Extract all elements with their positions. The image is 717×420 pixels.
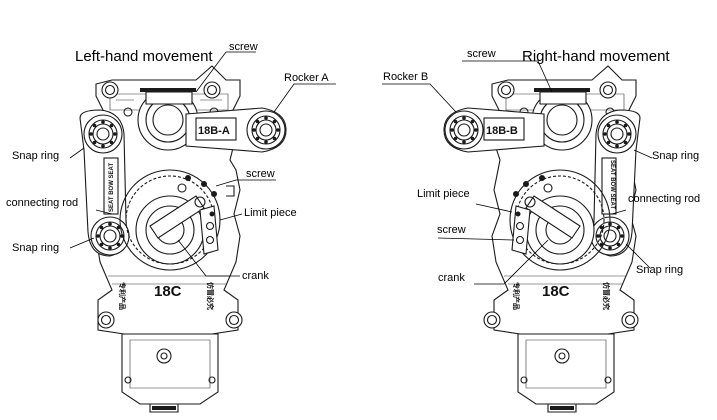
left-connecting-rod: SEAT BOW SEAT [79, 109, 130, 257]
left-callout-snap-ring-top: Snap ring [12, 150, 59, 162]
right-motor [517, 333, 615, 413]
left-callout-snap-ring-bottom: Snap ring [12, 242, 59, 254]
left-limit-piece [199, 205, 219, 255]
right-rod-stamp: SEAT BOW SEAT [609, 160, 615, 209]
right-limit-piece [511, 205, 531, 255]
left-callout-screw-top: screw [229, 41, 258, 53]
left-diagram: Left-hand movement [6, 41, 336, 413]
left-title: Left-hand movement [75, 48, 213, 65]
right-callout-limit-piece: Limit piece [417, 188, 470, 200]
right-side-mark-2: 仿冒必究 [602, 282, 611, 310]
right-housing-stamp: 18C [542, 283, 570, 300]
left-callout-screw-mid: screw [246, 168, 275, 180]
left-side-mark-2: 仿冒必究 [206, 282, 215, 310]
right-rocker-b: 18B-B [443, 107, 545, 153]
right-side-mark-1: 专利产品 [512, 282, 521, 310]
left-callout-connecting-rod: connecting rod [6, 197, 78, 209]
left-rocker-stamp: 18B-A [198, 125, 230, 137]
left-top-hub [137, 88, 199, 151]
left-housing-stamp: 18C [154, 283, 182, 300]
left-motor [121, 333, 219, 413]
right-connecting-rod: SEAT BOW SEAT [590, 109, 641, 257]
right-callout-connecting-rod: connecting rod [628, 193, 700, 205]
right-callout-crank: crank [438, 272, 465, 284]
left-rocker-a: 18B-A [185, 107, 287, 153]
left-side-mark-1: 专利产品 [118, 282, 127, 310]
right-rocker-stamp: 18B-B [486, 125, 518, 137]
right-callout-rocker: Rocker B [383, 71, 428, 83]
left-callout-rocker: Rocker A [284, 72, 329, 84]
left-rod-stamp: SEAT BOW SEAT [109, 163, 115, 212]
right-diagram: Right-hand movement [382, 48, 700, 413]
left-callout-limit-piece: Limit piece [244, 207, 297, 219]
right-callout-screw-top: screw [467, 48, 496, 60]
right-callout-screw-mid: screw [437, 224, 466, 236]
left-callout-crank: crank [242, 270, 269, 282]
right-callout-snap-ring-top: Snap ring [652, 150, 699, 162]
right-callout-snap-ring-bottom: Snap ring [636, 264, 683, 276]
right-title: Right-hand movement [522, 48, 670, 65]
right-crank-assembly [509, 169, 611, 271]
